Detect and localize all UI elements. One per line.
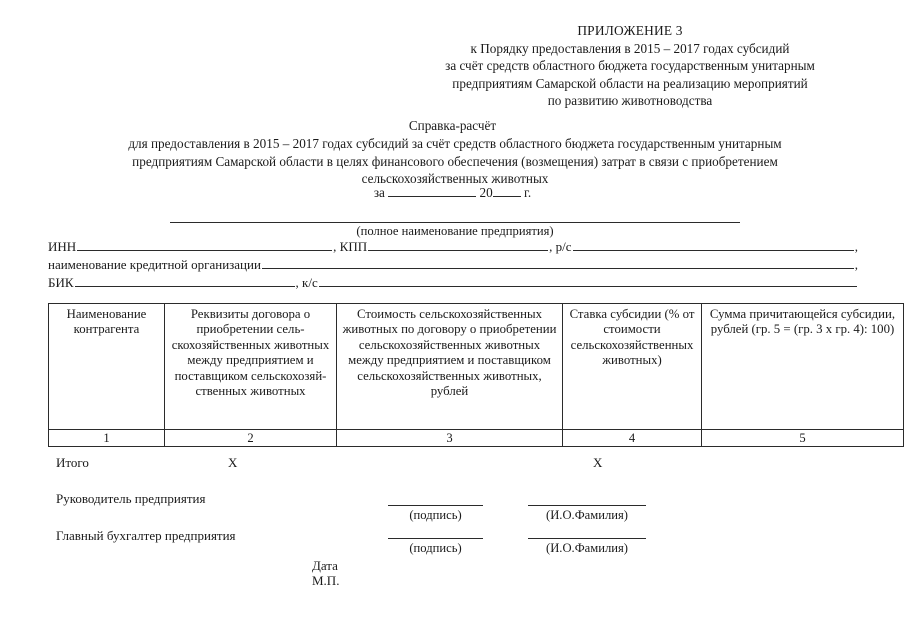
appendix-line-4: по развитию животноводства	[547, 93, 713, 108]
accountant-signature-caption: (подпись)	[409, 541, 462, 555]
credit-org-trailing-comma: ,	[854, 257, 858, 272]
bik-input[interactable]	[74, 274, 295, 287]
inn-input[interactable]	[77, 238, 333, 251]
column-header-livestock-cost: Стоимость сельскохозяй­ственных животных…	[336, 303, 563, 430]
document-subtitle-line-1: для предоставления в 2015 – 2017 годах с…	[128, 136, 782, 151]
inn-label: ИНН	[48, 239, 77, 254]
column-number-5: 5	[701, 429, 904, 447]
kpp-label: , КПП	[333, 239, 368, 254]
director-name-input[interactable]	[528, 505, 646, 506]
enterprise-name-caption: (полное наименование предприятия)	[356, 224, 554, 238]
requisites-row-inn: ИНН , КПП , р/с ,	[48, 238, 858, 255]
reporting-period-line: за 20 г.	[0, 185, 905, 201]
document-subtitle-line-2: предприятиям Самарской области в целях ф…	[132, 153, 778, 169]
document-subtitle-line-3: сельскохозяйственных животных	[361, 171, 549, 186]
accountant-label: Главный бухгалтер предприятия	[56, 528, 236, 543]
date-label: Дата	[312, 558, 338, 573]
rs-input[interactable]	[572, 238, 854, 251]
period-year-input[interactable]	[492, 196, 521, 197]
column-number-3: 3	[336, 429, 563, 447]
appendix-header: ПРИЛОЖЕНИЕ 3 к Порядку предоставления в …	[380, 22, 880, 110]
director-name-caption: (И.О.Фамилия)	[546, 508, 628, 522]
ks-input[interactable]	[318, 274, 857, 287]
accountant-signature-input[interactable]	[388, 538, 483, 539]
rs-trailing-comma: ,	[854, 239, 858, 254]
accountant-name-caption: (И.О.Фамилия)	[546, 541, 628, 555]
subsidy-calculation-table: Наименование контрагента Реквизиты догов…	[48, 303, 904, 447]
accountant-name-input[interactable]	[528, 538, 646, 539]
totals-label: Итого	[56, 455, 89, 470]
column-number-1: 1	[48, 429, 165, 447]
director-label: Руководитель предприятия	[56, 491, 206, 506]
totals-mark-column-2: X	[228, 455, 238, 470]
period-suffix-label: г.	[523, 185, 532, 200]
requisites-row-bik: БИК , к/с	[48, 274, 858, 291]
period-prefix-label: за	[373, 185, 385, 200]
column-header-contractor-name: Наименование контрагента	[48, 303, 165, 430]
column-header-contract-details: Реквизиты договора о приобретении сель­с…	[164, 303, 337, 430]
ks-label: , к/с	[295, 275, 318, 290]
table-header-row: Наименование контрагента Реквизиты догов…	[48, 303, 904, 430]
appendix-line-3: предприятиям Самарской области на реализ…	[452, 75, 808, 91]
appendix-title: ПРИЛОЖЕНИЕ 3	[577, 23, 683, 38]
stamp-label: М.П.	[312, 573, 340, 588]
totals-mark-column-4: X	[593, 455, 603, 470]
column-header-subsidy-amount: Сумма причитающейся субсидии, рублей (гр…	[701, 303, 904, 430]
director-signature-input[interactable]	[388, 505, 483, 506]
column-number-2: 2	[164, 429, 337, 447]
appendix-line-1: к Порядку предоставления в 2015 – 2017 г…	[470, 40, 790, 56]
rs-label: , р/с	[549, 239, 572, 254]
kpp-input[interactable]	[368, 238, 549, 251]
requisites-row-credit-org: наименование кредитной организации ,	[48, 256, 858, 273]
table-column-number-row: 1 2 3 4 5	[48, 429, 904, 447]
director-signature-caption: (подпись)	[409, 508, 462, 522]
appendix-line-2: за счёт средств областного бюджета госуд…	[445, 58, 815, 73]
enterprise-name-input[interactable]	[170, 222, 740, 223]
period-year-label: 20	[479, 185, 493, 200]
credit-org-label: наименование кредитной организации	[48, 257, 261, 272]
document-title: Справка-расчёт	[408, 118, 497, 133]
column-header-subsidy-rate: Ставка субсидии (% от стоимости сельскох…	[562, 303, 702, 430]
bik-label: БИК	[48, 275, 74, 290]
column-number-4: 4	[562, 429, 702, 447]
credit-org-input[interactable]	[261, 256, 854, 269]
period-month-input[interactable]	[388, 196, 477, 197]
document-subtitle: для предоставления в 2015 – 2017 годах с…	[60, 135, 850, 188]
